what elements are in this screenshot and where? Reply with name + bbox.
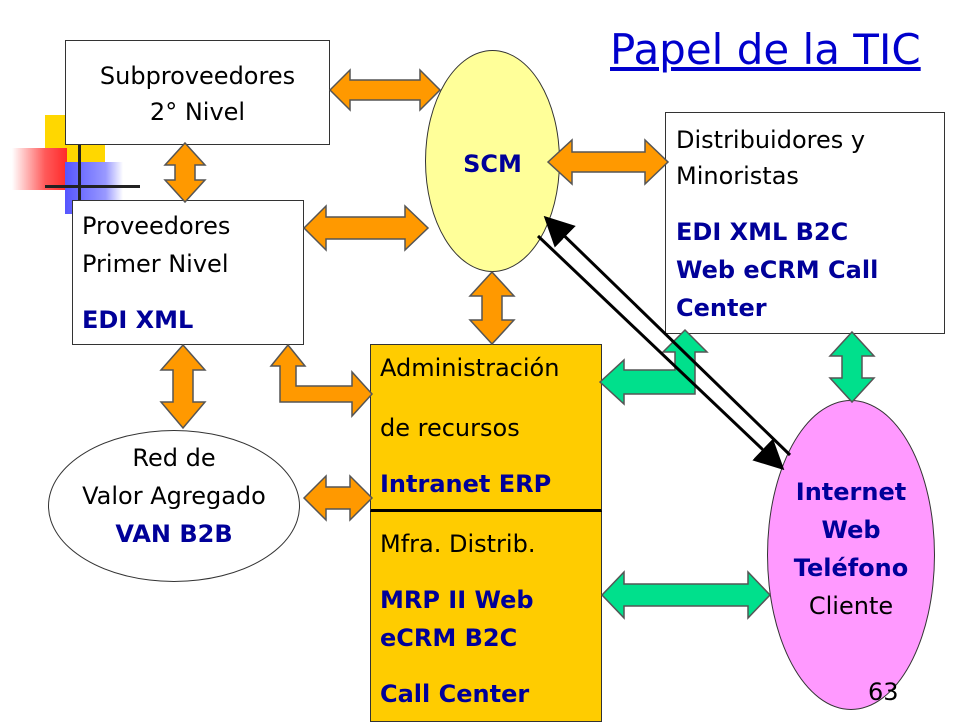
logo-vertical-line xyxy=(78,100,81,218)
arrow-scm-admin xyxy=(468,270,516,346)
arrow-proveedores-red xyxy=(159,343,207,430)
mfra-tech3: Call Center xyxy=(380,680,530,708)
proveedores-box xyxy=(72,200,304,345)
subproveedores-line1: Subproveedores xyxy=(99,62,296,90)
arrow-distribuidores-cliente xyxy=(828,330,876,404)
admin-recursos-box xyxy=(370,344,602,512)
cliente-ellipse xyxy=(767,400,935,710)
red-line2: Valor Agregado xyxy=(82,482,266,510)
admin-line1: Administración xyxy=(380,354,560,382)
arrow-subprov-scm xyxy=(328,68,442,112)
proveedores-tech: EDI XML xyxy=(82,306,194,334)
proveedores-line2: Primer Nivel xyxy=(82,250,229,278)
subproveedores-line2: 2° Nivel xyxy=(149,98,246,126)
distribuidores-tech3: Center xyxy=(676,294,767,322)
page-title: Papel de la TIC xyxy=(610,25,921,74)
logo-red-square xyxy=(12,148,67,190)
mfra-tech2: eCRM B2C xyxy=(380,624,518,652)
mfra-distrib-box xyxy=(370,512,602,722)
proveedores-line1: Proveedores xyxy=(82,212,231,240)
arrow-proveedores-admin xyxy=(269,343,374,418)
arrow-scm-to-cliente xyxy=(536,234,785,471)
mfra-tech1: MRP II Web xyxy=(380,586,534,614)
page-number: 63 xyxy=(868,678,899,706)
distribuidores-tech1: EDI XML B2C xyxy=(676,218,849,246)
subproveedores-box xyxy=(65,40,330,145)
arrow-mfra-cliente xyxy=(600,570,772,620)
distribuidores-tech2: Web eCRM Call xyxy=(676,256,879,284)
arrow-subprov-proveedores xyxy=(163,141,207,204)
red-tech: VAN B2B xyxy=(115,520,233,548)
arrow-admin-distribuidores xyxy=(598,328,709,406)
admin-line2: de recursos xyxy=(380,414,520,442)
admin-tech: Intranet ERP xyxy=(380,470,552,498)
arrow-red-admin xyxy=(302,474,374,522)
distribuidores-box xyxy=(665,112,945,334)
cliente-tech2: Web xyxy=(821,516,881,544)
arrow-proveedores-scm xyxy=(302,204,430,252)
arrow-cliente-to-scm xyxy=(543,215,792,457)
red-valor-ellipse xyxy=(48,430,300,582)
arrow-scm-distribuidores xyxy=(546,138,670,186)
scm-label: SCM xyxy=(463,150,522,178)
cliente-tech3: Teléfono xyxy=(793,554,909,582)
red-line1: Red de xyxy=(132,444,216,472)
distribuidores-line2: Minoristas xyxy=(676,162,799,190)
mfra-line1: Mfra. Distrib. xyxy=(380,530,536,558)
cliente-tech1: Internet xyxy=(795,478,907,506)
distribuidores-line1: Distribuidores y xyxy=(676,126,866,154)
cliente-line1: Cliente xyxy=(808,592,894,620)
logo-horizontal-line xyxy=(45,185,140,188)
